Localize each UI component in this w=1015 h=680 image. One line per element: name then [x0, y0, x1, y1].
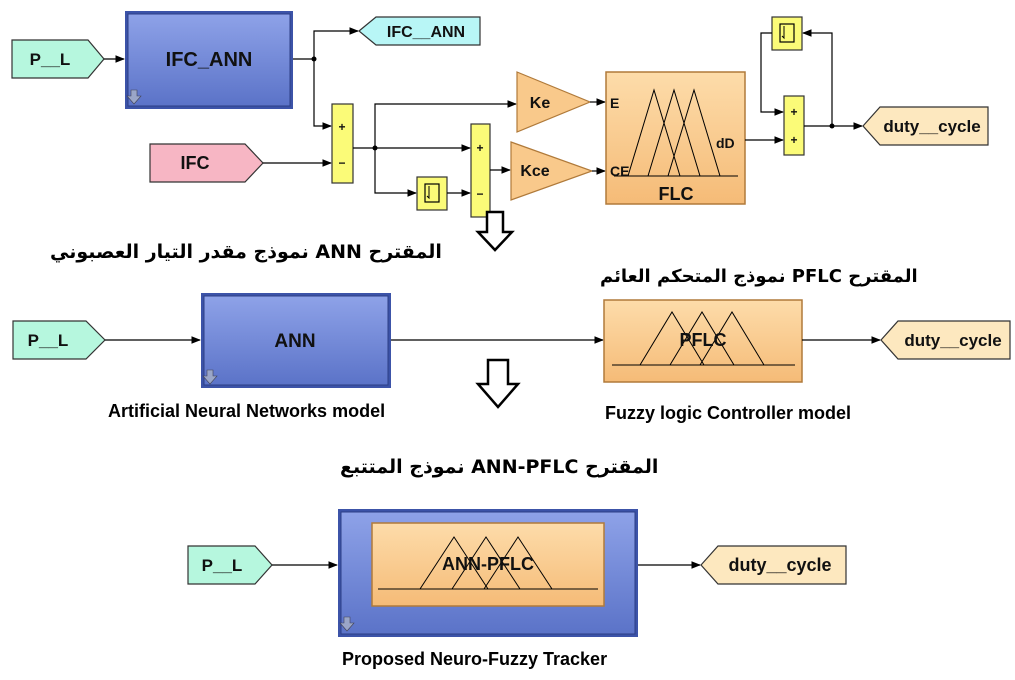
pl-input-label-top: P__L [30, 50, 71, 69]
flc-port-e: E [610, 95, 619, 111]
wire [313, 27, 359, 59]
unit-delay-block-1[interactable] [416, 176, 448, 211]
membership-function [419, 536, 489, 590]
pflc-controller-caption-ar: نموذج المتحكم العائم PFLC المقترح [600, 266, 918, 287]
ifc-source-port[interactable]: IFC [149, 143, 264, 183]
sum-block-3[interactable]: + + [783, 95, 805, 156]
wire [313, 59, 332, 130]
wire [374, 148, 417, 197]
pl-input-port-mid[interactable]: P__L [12, 320, 106, 360]
duty-top-label: duty__cycle [883, 117, 980, 136]
flc-model-caption: Fuzzy logic Controller model [605, 403, 851, 423]
tracker-caption-ar: نموذج المتتبع ANN-PFLC المقترح [340, 456, 658, 478]
pflc-label: PFLC [680, 330, 727, 350]
down-arrow-icon [475, 210, 515, 252]
sum-block-2[interactable]: + − [470, 123, 491, 218]
ifc-ann-goto-tag[interactable]: IFC__ANN [358, 16, 481, 46]
ifc-ann-goto-label: IFC__ANN [387, 24, 465, 41]
sum-block-1[interactable]: + − [331, 103, 354, 184]
delay-icon [781, 26, 785, 40]
duty-cycle-output-mid[interactable]: duty__cycle [880, 320, 1011, 360]
membership-function [483, 536, 553, 590]
ann-pflc-subsystem[interactable]: ANN-PFLC [338, 509, 638, 637]
subsystem-arrow-icon [126, 89, 142, 105]
duty-cycle-output-bot[interactable]: duty__cycle [700, 545, 847, 585]
pflc-block[interactable]: PFLC [603, 299, 803, 383]
ann-model-caption: Artificial Neural Networks model [108, 401, 385, 421]
pl-input-label-mid: P__L [28, 331, 69, 350]
unit-delay-block-2[interactable] [771, 16, 803, 51]
flc-label: FLC [659, 184, 694, 204]
wire [760, 32, 784, 116]
wire [802, 29, 833, 126]
flc-port-dd: dD [716, 135, 735, 151]
subsystem-arrow-icon [339, 616, 355, 632]
sum1-plus: + [338, 120, 345, 134]
down-arrow-icon [475, 358, 521, 409]
pl-input-port-top[interactable]: P__L [11, 39, 105, 79]
pl-input-port-bot[interactable]: P__L [187, 545, 273, 585]
membership-function [667, 88, 721, 177]
ann-pflc-label: ANN-PFLC [442, 554, 534, 574]
flc-block[interactable]: E CE dD FLC [605, 71, 746, 205]
membership-function [639, 311, 705, 366]
ke-gain-label: Ke [530, 95, 551, 112]
ann-subsystem[interactable]: ANN [201, 293, 391, 388]
ifc-source-label: IFC [181, 153, 210, 173]
tracker-caption-en: Proposed Neuro-Fuzzy Tracker [342, 649, 607, 669]
membership-function [669, 311, 735, 366]
ann-estimator-caption-ar: نموذج مقدر التيار العصبوني ANN المقترح [50, 241, 442, 263]
kce-gain-label: Kce [520, 163, 549, 180]
ifc-ann-subsystem[interactable]: IFC_ANN [125, 11, 293, 109]
membership-function [699, 311, 765, 366]
ann-label: ANN [274, 331, 315, 352]
duty-bot-label: duty__cycle [728, 555, 831, 575]
sum2-minus: − [476, 187, 483, 201]
kce-gain-block[interactable]: Kce [510, 141, 594, 201]
wire [374, 100, 517, 148]
sum3-plus-2: + [790, 133, 797, 147]
ke-gain-block[interactable]: Ke [516, 71, 592, 133]
membership-function [647, 88, 701, 177]
flc-port-ce: CE [610, 163, 629, 179]
duty-mid-label: duty__cycle [904, 331, 1001, 350]
membership-function [451, 536, 521, 590]
membership-function [627, 88, 681, 177]
ifc-ann-label: IFC_ANN [166, 49, 253, 71]
pl-input-label-bot: P__L [202, 556, 243, 575]
delay-icon [426, 186, 430, 200]
subsystem-arrow-icon [202, 369, 218, 385]
duty-cycle-output-top[interactable]: duty__cycle [862, 106, 989, 146]
sum3-plus-1: + [790, 105, 797, 119]
sum2-plus: + [476, 141, 483, 155]
sum1-minus: − [338, 156, 345, 170]
